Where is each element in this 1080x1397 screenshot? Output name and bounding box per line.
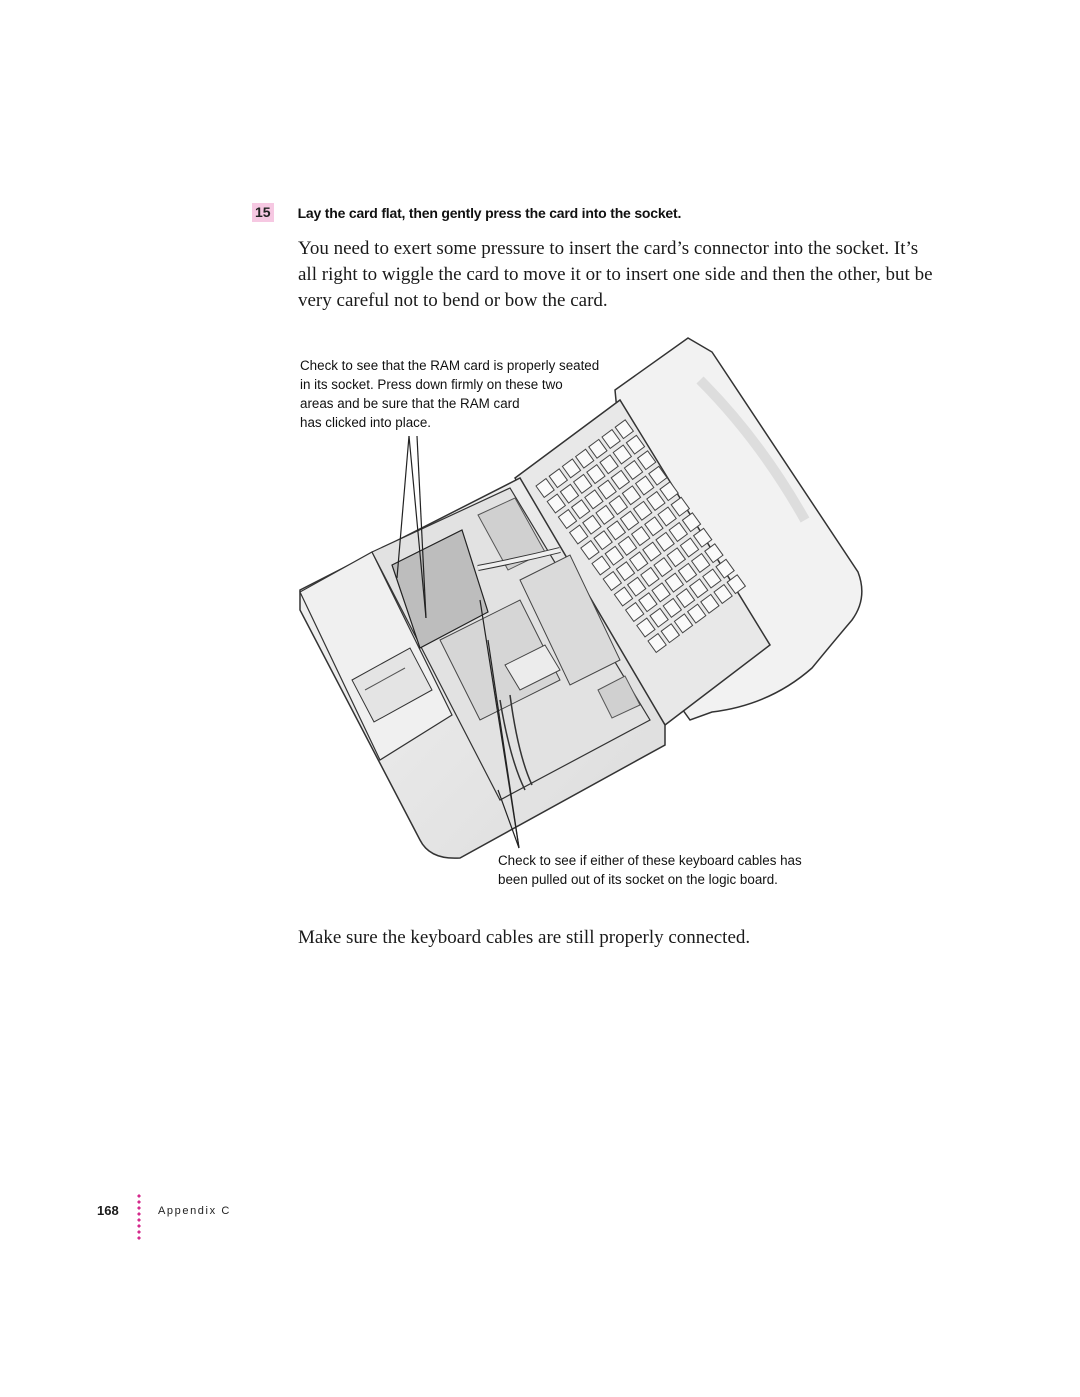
keyboard-key (582, 514, 602, 535)
step-heading: 15 Lay the card flat, then gently press … (252, 203, 681, 222)
keyboard-key (591, 555, 611, 576)
keyboard-key (651, 582, 671, 603)
keyboard-key (653, 556, 673, 578)
keyboard-key (574, 448, 595, 469)
keyboard-key (602, 570, 623, 592)
keyboard-key (670, 496, 691, 517)
keyboard-key (647, 632, 667, 654)
keyboard-key (700, 593, 720, 614)
trackpad (351, 647, 433, 723)
section-label: Appendix C (158, 1205, 231, 1217)
keyboard-key (644, 516, 664, 537)
keyboard-key (632, 500, 653, 521)
step-number: 15 (252, 203, 274, 222)
keyboard-key (614, 419, 635, 440)
keyboard-cable-callout: Check to see if either of these keyboard… (498, 853, 802, 887)
keyboard-key (570, 499, 591, 520)
keyboard-key (610, 469, 631, 490)
keyboard-key (599, 454, 619, 475)
keyboard-key (615, 561, 636, 582)
keyboard-key (608, 494, 629, 516)
footer-divider (137, 1193, 141, 1241)
keyboard-key (679, 537, 700, 558)
keyboard-key (626, 576, 647, 597)
keyboard-key (646, 490, 666, 512)
keyboard-key (640, 566, 660, 588)
keyboard-key (606, 520, 627, 541)
keyboard-key (597, 479, 617, 500)
keyboard-key (621, 485, 642, 506)
keyboard-key (561, 458, 582, 479)
keyboard-key (628, 551, 649, 572)
keyboard-key (548, 468, 569, 489)
keyboard-key (601, 428, 621, 450)
keyboard-key (690, 552, 711, 574)
keyboard-key (681, 512, 702, 533)
keyboard-key (612, 444, 633, 465)
keyboard-key (625, 434, 646, 455)
keyboard-key (660, 623, 681, 644)
keyboard-key (649, 607, 669, 628)
keyboard-key (636, 450, 657, 471)
keyboard-key (702, 568, 722, 589)
keyboard-key (636, 617, 656, 638)
step-title: Lay the card flat, then gently press the… (297, 204, 682, 221)
keyboard-key (675, 587, 696, 609)
keyboard-key (595, 504, 615, 526)
keyboard-key (630, 525, 651, 547)
instruction-paragraph: You need to exert some pressure to inser… (298, 238, 933, 311)
keyboard-key (586, 463, 606, 485)
keyboard-key (668, 521, 689, 543)
keyboard-key (659, 481, 679, 502)
palm-rest (299, 551, 453, 761)
keyboard-key (673, 613, 694, 634)
keyboard-key (546, 493, 567, 514)
keyboard-key (584, 489, 604, 510)
keyboard-key (686, 603, 707, 624)
ram-card-callout: Check to see that the RAM card is proper… (300, 358, 600, 430)
keyboard-key (677, 562, 698, 583)
ram-card (391, 529, 489, 649)
keyboard-key (617, 535, 638, 557)
keyboard-key (588, 438, 608, 459)
closing-paragraph: Make sure the keyboard cables are still … (298, 927, 751, 948)
keyboard-key (704, 543, 724, 564)
keyboard-key (634, 475, 655, 496)
keyboard-key (604, 545, 625, 566)
keyboard-key (624, 601, 645, 623)
keyboard-key (642, 541, 662, 562)
keyboard-key (666, 547, 687, 568)
keyboard-key (572, 473, 593, 495)
keyboard-key (713, 583, 733, 605)
keyboard-key (726, 574, 747, 595)
keyboard-keys (535, 419, 747, 654)
keyboard-key (688, 578, 709, 599)
keyboard-cable (499, 699, 526, 791)
keyboard-key (619, 510, 640, 531)
keyboard-key (664, 572, 685, 593)
keyboard-key (638, 592, 658, 613)
keyboard-key (657, 506, 677, 527)
keyboard-key (535, 477, 555, 499)
keyboard-key (715, 558, 735, 579)
keyboard-key (623, 459, 644, 481)
keyboard-key (662, 597, 683, 619)
keyboard-key (613, 586, 634, 607)
keyboard-key (557, 508, 578, 530)
powerbook-illustration (299, 337, 863, 859)
keyboard-key (580, 539, 600, 561)
keyboard-key (593, 530, 613, 551)
keyboard-key (568, 524, 589, 545)
keyboard-key (655, 531, 675, 552)
keyboard-key (559, 483, 580, 504)
keyboard-key (648, 465, 668, 486)
page-number: 168 (97, 1203, 119, 1218)
keyboard-key (692, 527, 713, 548)
